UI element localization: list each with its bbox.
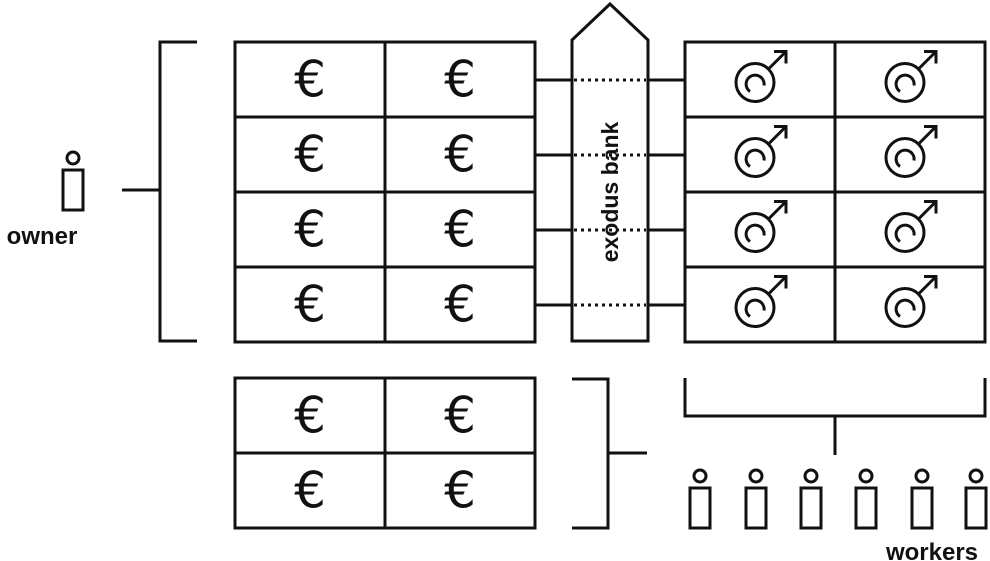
worker-figure <box>910 468 934 530</box>
euro-symbol: € <box>294 201 326 259</box>
worker-figures <box>688 468 988 530</box>
worker-symbols <box>734 50 938 328</box>
bank-links <box>535 78 685 307</box>
owner-label: owner <box>7 223 78 250</box>
owner-figure <box>61 150 85 212</box>
euro-symbol: € <box>444 51 476 109</box>
euro-symbol: € <box>444 387 476 445</box>
worker-symbol <box>884 50 938 103</box>
worker-grid <box>683 40 987 344</box>
worker-figure <box>744 468 768 530</box>
euro-symbol: € <box>444 462 476 520</box>
euro-symbol: € <box>444 126 476 184</box>
bank-label: exodus bank <box>597 122 623 263</box>
euro-symbol: € <box>294 126 326 184</box>
owner-head <box>65 150 81 166</box>
worker-figure <box>854 468 878 530</box>
worker-symbol <box>734 200 788 253</box>
worker-figure <box>964 468 988 530</box>
euro-symbol: € <box>294 51 326 109</box>
worker-symbol <box>734 125 788 178</box>
worker-symbol <box>734 50 788 103</box>
exodus-bank-pillar <box>570 1 650 343</box>
worker-symbol <box>884 125 938 178</box>
euro-symbol: € <box>444 276 476 334</box>
worker-symbol <box>884 275 938 328</box>
lower-euro-bracket <box>572 377 647 530</box>
worker-figure <box>799 468 823 530</box>
workers-label: workers <box>885 539 978 561</box>
euro-symbol: € <box>444 201 476 259</box>
bank-dotted-links <box>574 78 646 307</box>
worker-symbol <box>734 275 788 328</box>
workers-bracket <box>683 378 987 455</box>
euro-symbol: € <box>294 387 326 445</box>
worker-symbol <box>884 200 938 253</box>
owner-body <box>61 168 85 212</box>
euro-symbol: € <box>294 276 326 334</box>
lower-euro-symbols: € € € € <box>294 387 476 520</box>
owner-euro-grid <box>233 40 537 344</box>
euro-symbol: € <box>294 462 326 520</box>
lower-euro-grid <box>233 376 537 530</box>
worker-figure <box>688 468 712 530</box>
owner-euro-symbols: € € € € € € € € <box>294 51 476 334</box>
owner-bracket <box>122 40 197 343</box>
